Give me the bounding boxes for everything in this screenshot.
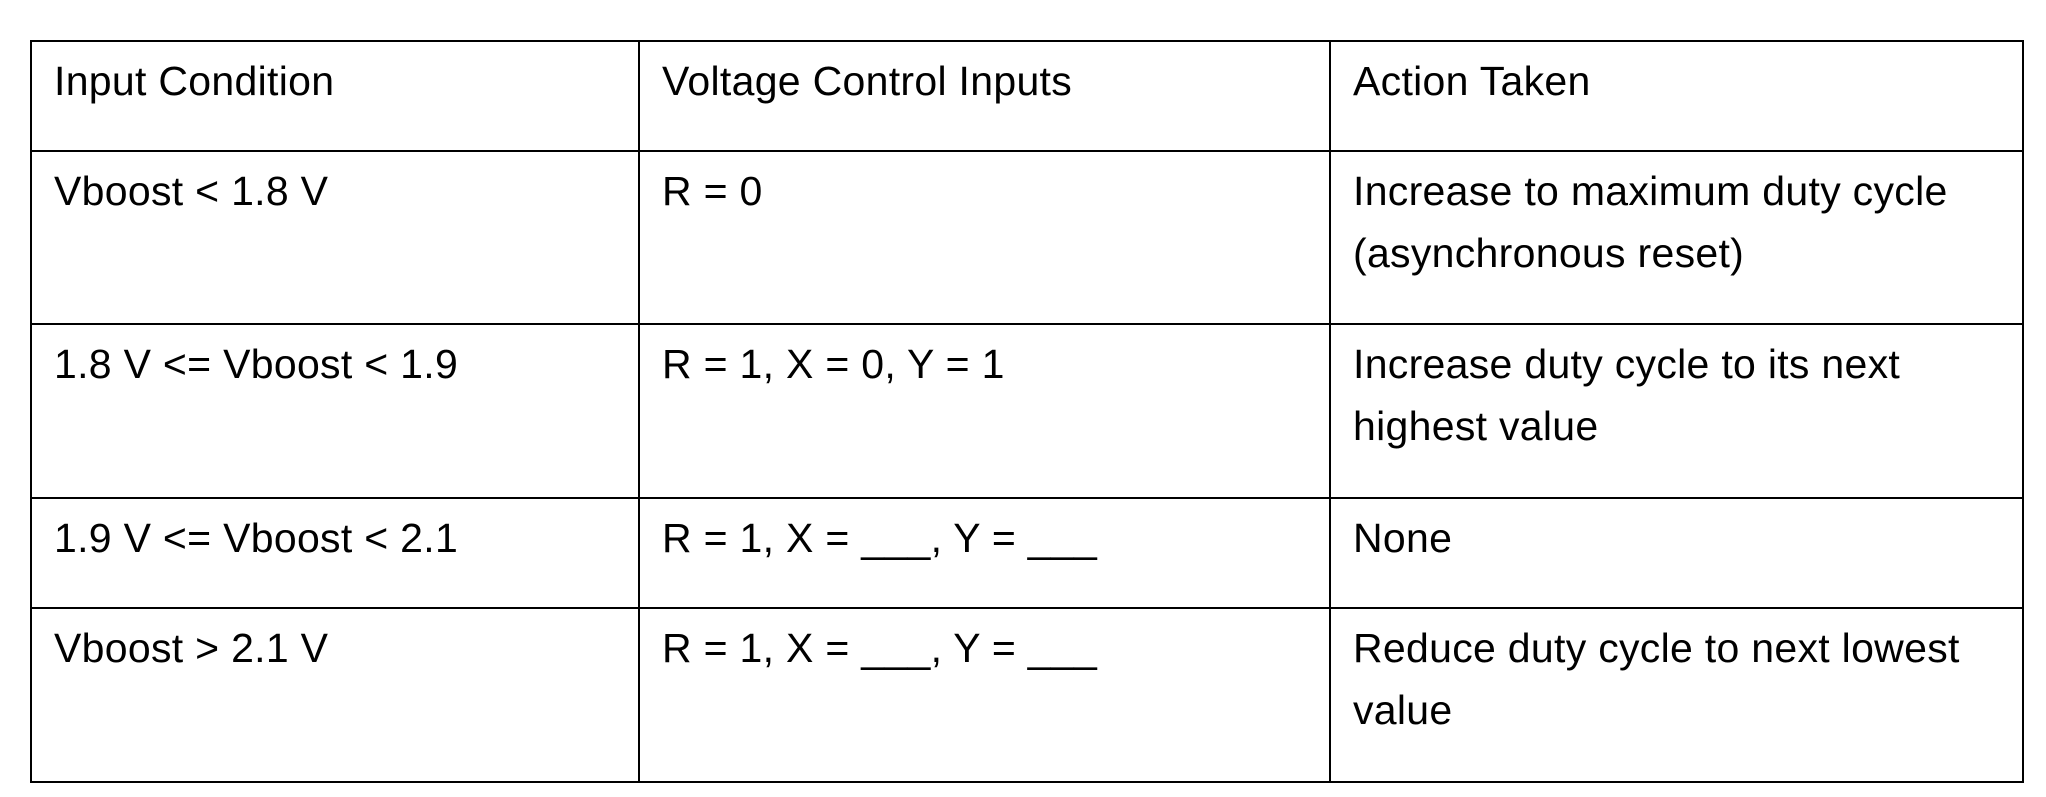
table-row: Vboost > 2.1 V R = 1, X = ___, Y = ___ R… bbox=[30, 607, 2024, 783]
input-condition-cell: 1.8 V <= Vboost < 1.9 bbox=[30, 323, 640, 499]
header-input-condition: Input Condition bbox=[30, 40, 640, 152]
action-taken-cell: None bbox=[1329, 497, 2024, 609]
table-row: 1.8 V <= Vboost < 1.9 R = 1, X = 0, Y = … bbox=[30, 323, 2024, 499]
table-row: Vboost < 1.8 V R = 0 Increase to maximum… bbox=[30, 150, 2024, 325]
action-taken-cell: Increase to maximum duty cycle (asynchro… bbox=[1329, 150, 2024, 325]
table-header-row: Input Condition Voltage Control Inputs A… bbox=[30, 40, 2024, 152]
header-voltage-control-inputs: Voltage Control Inputs bbox=[638, 40, 1331, 152]
action-taken-cell: Reduce duty cycle to next lowest value bbox=[1329, 607, 2024, 783]
input-condition-cell: Vboost > 2.1 V bbox=[30, 607, 640, 783]
table-row: 1.9 V <= Vboost < 2.1 R = 1, X = ___, Y … bbox=[30, 497, 2024, 609]
input-condition-cell: 1.9 V <= Vboost < 2.1 bbox=[30, 497, 640, 609]
voltage-control-inputs-cell: R = 1, X = 0, Y = 1 bbox=[638, 323, 1331, 499]
header-action-taken: Action Taken bbox=[1329, 40, 2024, 152]
voltage-control-table: Input Condition Voltage Control Inputs A… bbox=[30, 40, 2024, 783]
voltage-control-inputs-cell: R = 1, X = ___, Y = ___ bbox=[638, 607, 1331, 783]
input-condition-cell: Vboost < 1.8 V bbox=[30, 150, 640, 325]
voltage-control-inputs-cell: R = 1, X = ___, Y = ___ bbox=[638, 497, 1331, 609]
action-taken-cell: Increase duty cycle to its next highest … bbox=[1329, 323, 2024, 499]
voltage-control-inputs-cell: R = 0 bbox=[638, 150, 1331, 325]
control-table-container: Input Condition Voltage Control Inputs A… bbox=[30, 40, 2024, 783]
